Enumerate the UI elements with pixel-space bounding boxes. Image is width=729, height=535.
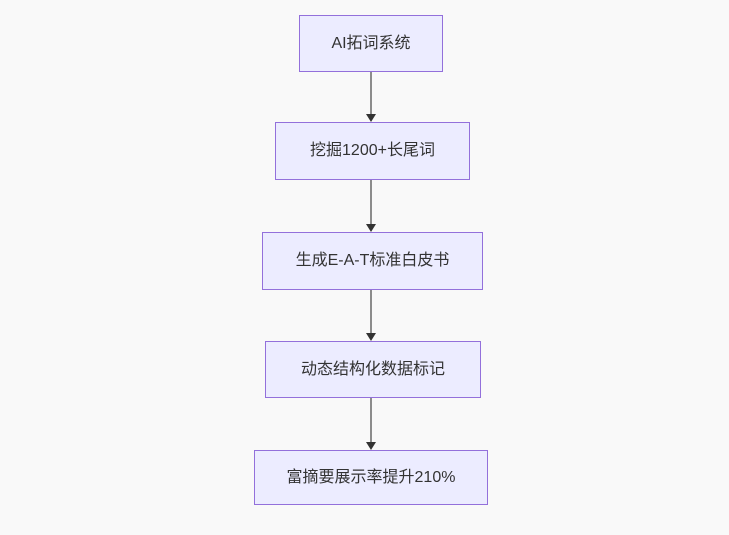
flow-node-label: 生成E-A-T标准白皮书 — [295, 252, 450, 270]
flow-arrow-2 — [365, 180, 377, 232]
arrow-head-icon — [366, 442, 376, 450]
flow-node-label: 富摘要展示率提升210% — [286, 468, 456, 486]
flow-node-rich-snippet-result: 富摘要展示率提升210% — [254, 450, 488, 505]
flow-node-structured-data-markup: 动态结构化数据标记 — [265, 341, 481, 398]
arrow-head-icon — [366, 114, 376, 122]
arrow-line — [370, 72, 372, 114]
arrow-line — [370, 290, 372, 333]
arrow-line — [370, 180, 372, 224]
arrow-head-icon — [366, 333, 376, 341]
flow-node-label: 动态结构化数据标记 — [300, 360, 445, 378]
flow-arrow-3 — [365, 290, 377, 341]
flow-node-label: AI拓词系统 — [331, 34, 411, 52]
flow-node-longtail-mining: 挖掘1200+长尾词 — [275, 122, 470, 180]
flow-arrow-4 — [365, 398, 377, 450]
flow-arrow-1 — [365, 72, 377, 122]
flow-node-label: 挖掘1200+长尾词 — [310, 142, 435, 160]
arrow-head-icon — [366, 224, 376, 232]
flow-node-eat-whitepaper: 生成E-A-T标准白皮书 — [262, 232, 483, 290]
flow-node-ai-keyword-system: AI拓词系统 — [299, 15, 443, 72]
arrow-line — [370, 398, 372, 442]
